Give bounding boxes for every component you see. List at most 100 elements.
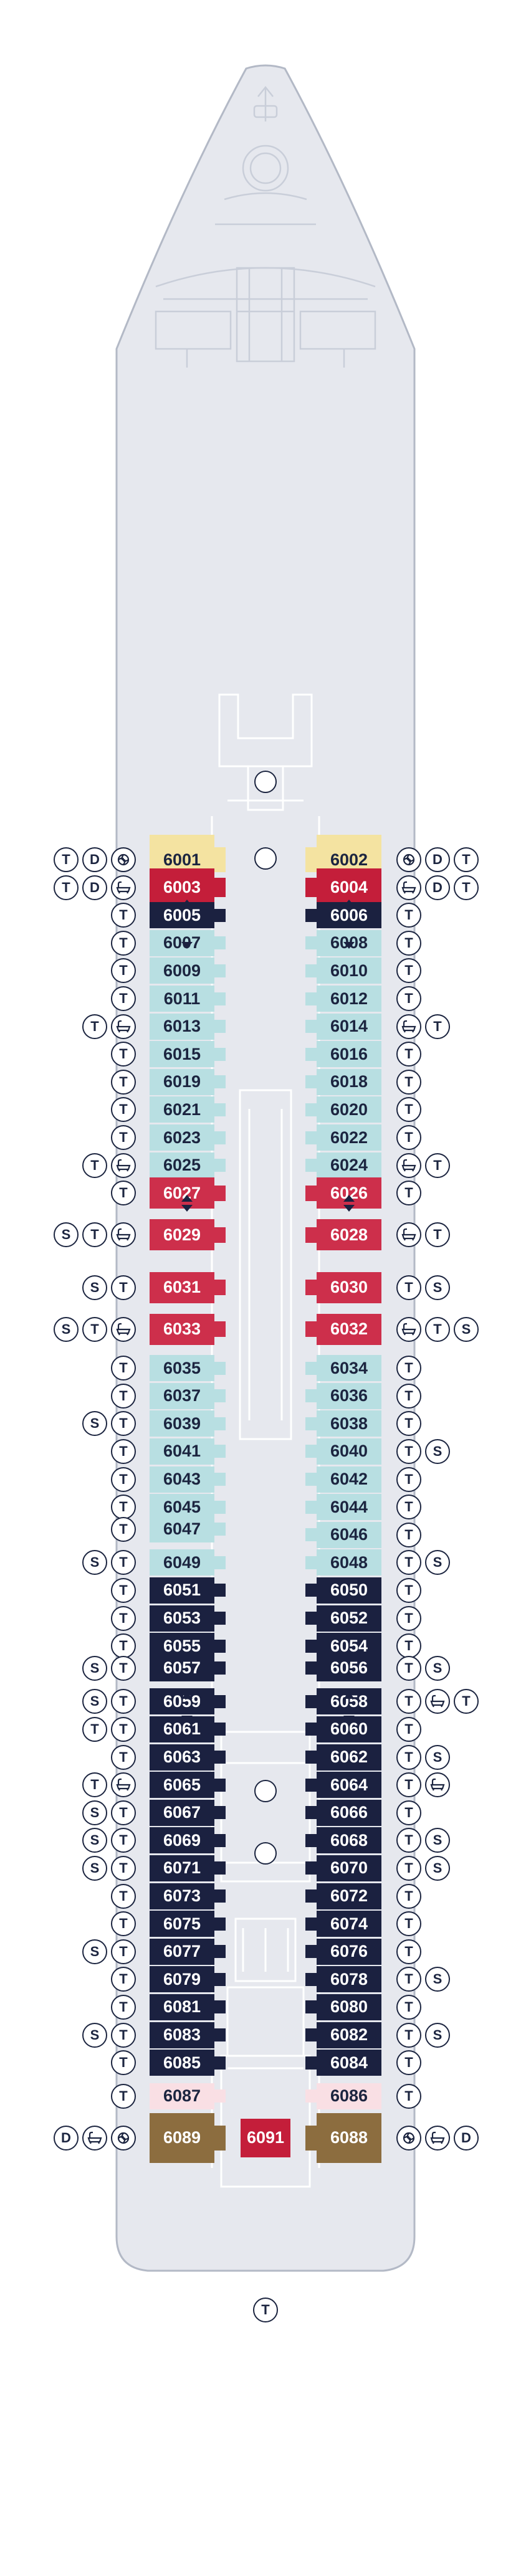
cabin-6016[interactable]: 6016 bbox=[317, 1041, 381, 1068]
cabin-6026[interactable]: 6026 bbox=[317, 1177, 381, 1209]
tv-icon: T bbox=[111, 930, 136, 956]
cabin-6086[interactable]: 6086 bbox=[317, 2083, 381, 2109]
cabin-6082[interactable]: 6082 bbox=[317, 2022, 381, 2048]
cabin-6056[interactable]: 6056 bbox=[317, 1655, 381, 1681]
cabin-6074[interactable]: 6074 bbox=[317, 1911, 381, 1937]
stairs-icon bbox=[254, 1780, 277, 1802]
cabin-6025[interactable]: 6025 bbox=[150, 1152, 214, 1179]
cabin-6032[interactable]: 6032 bbox=[317, 1313, 381, 1345]
cabin-6045[interactable]: 6045 bbox=[150, 1494, 214, 1521]
cabin-6034[interactable]: 6034 bbox=[317, 1355, 381, 1382]
cabin-6023[interactable]: 6023 bbox=[150, 1124, 214, 1151]
cabin-6087[interactable]: 6087 bbox=[150, 2083, 214, 2109]
cabin-6069[interactable]: 6069 bbox=[150, 1827, 214, 1854]
cabin-6003[interactable]: 6003 bbox=[150, 868, 214, 907]
cabin-6081[interactable]: 6081 bbox=[150, 1994, 214, 2020]
cabin-6072[interactable]: 6072 bbox=[317, 1883, 381, 1909]
cabin-6091[interactable]: 6091 bbox=[241, 2118, 290, 2157]
cabin-6030[interactable]: 6030 bbox=[317, 1271, 381, 1303]
cabin-6009[interactable]: 6009 bbox=[150, 958, 214, 984]
cabin-6067[interactable]: 6067 bbox=[150, 1799, 214, 1826]
cabin-6068[interactable]: 6068 bbox=[317, 1827, 381, 1854]
cabin-6014[interactable]: 6014 bbox=[317, 1013, 381, 1040]
cabin-6035[interactable]: 6035 bbox=[150, 1355, 214, 1382]
cabin-6047[interactable]: 6047 bbox=[150, 1516, 214, 1542]
cabin-6038[interactable]: 6038 bbox=[317, 1410, 381, 1437]
balcony-step bbox=[305, 1806, 317, 1820]
sofa-icon: S bbox=[425, 2022, 450, 2048]
cabin-6057[interactable]: 6057 bbox=[150, 1655, 214, 1681]
cabin-6076[interactable]: 6076 bbox=[317, 1938, 381, 1965]
cabin-6039[interactable]: 6039 bbox=[150, 1410, 214, 1437]
cabin-6085[interactable]: 6085 bbox=[150, 2050, 214, 2076]
cabin-6066[interactable]: 6066 bbox=[317, 1799, 381, 1826]
balcony-step bbox=[305, 1417, 317, 1430]
cabin-6080[interactable]: 6080 bbox=[317, 1994, 381, 2020]
balcony-step bbox=[214, 1523, 226, 1536]
cabin-6022[interactable]: 6022 bbox=[317, 1124, 381, 1151]
tv-icon: T bbox=[425, 1014, 450, 1039]
cabin-6052[interactable]: 6052 bbox=[317, 1605, 381, 1632]
arrow-down-icon bbox=[181, 942, 193, 949]
cabin-6037[interactable]: 6037 bbox=[150, 1382, 214, 1409]
cabin-6049[interactable]: 6049 bbox=[150, 1549, 214, 1576]
cabin-6050[interactable]: 6050 bbox=[317, 1577, 381, 1604]
cabin-6028[interactable]: 6028 bbox=[317, 1219, 381, 1251]
cabin-6065[interactable]: 6065 bbox=[150, 1772, 214, 1799]
cabin-6079[interactable]: 6079 bbox=[150, 1966, 214, 1993]
cabin-6071[interactable]: 6071 bbox=[150, 1855, 214, 1881]
balcony-step bbox=[214, 1159, 226, 1172]
tv-icon: T bbox=[396, 1356, 421, 1381]
cabin-6021[interactable]: 6021 bbox=[150, 1096, 214, 1123]
cabin-6084[interactable]: 6084 bbox=[317, 2050, 381, 2076]
cabin-6051[interactable]: 6051 bbox=[150, 1577, 214, 1604]
cabin-6027[interactable]: 6027 bbox=[150, 1177, 214, 1209]
bathtub-icon bbox=[396, 1316, 421, 1342]
cabin-6053[interactable]: 6053 bbox=[150, 1605, 214, 1632]
cabin-6033[interactable]: 6033 bbox=[150, 1313, 214, 1345]
cabin-6005[interactable]: 6005 bbox=[150, 902, 214, 929]
cabin-6010[interactable]: 6010 bbox=[317, 958, 381, 984]
cabin-6062[interactable]: 6062 bbox=[317, 1744, 381, 1770]
tv-icon: T bbox=[82, 1222, 107, 1248]
sofa-icon: S bbox=[82, 1855, 107, 1881]
cabin-6006[interactable]: 6006 bbox=[317, 902, 381, 929]
tv-icon: T bbox=[111, 1383, 136, 1409]
cabin-6024[interactable]: 6024 bbox=[317, 1152, 381, 1179]
cabin-6029[interactable]: 6029 bbox=[150, 1219, 214, 1251]
sofa-icon: S bbox=[54, 1222, 79, 1248]
cabin-6083[interactable]: 6083 bbox=[150, 2022, 214, 2048]
cabin-6077[interactable]: 6077 bbox=[150, 1938, 214, 1965]
cabin-6020[interactable]: 6020 bbox=[317, 1096, 381, 1123]
cabin-6070[interactable]: 6070 bbox=[317, 1855, 381, 1881]
cabin-6046[interactable]: 6046 bbox=[317, 1521, 381, 1548]
cabin-6041[interactable]: 6041 bbox=[150, 1438, 214, 1465]
cabin-6036[interactable]: 6036 bbox=[317, 1382, 381, 1409]
cabin-6054[interactable]: 6054 bbox=[317, 1633, 381, 1660]
cabin-6019[interactable]: 6019 bbox=[150, 1068, 214, 1095]
cabin-6073[interactable]: 6073 bbox=[150, 1883, 214, 1909]
cabin-6040[interactable]: 6040 bbox=[317, 1438, 381, 1465]
cabin-6043[interactable]: 6043 bbox=[150, 1466, 214, 1493]
cabin-6018[interactable]: 6018 bbox=[317, 1068, 381, 1095]
cabin-6044[interactable]: 6044 bbox=[317, 1494, 381, 1521]
cabin-6013[interactable]: 6013 bbox=[150, 1013, 214, 1040]
bathtub-icon bbox=[396, 1014, 421, 1039]
cabin-6048[interactable]: 6048 bbox=[317, 1549, 381, 1576]
balcony-step bbox=[214, 1806, 226, 1820]
cabin-6012[interactable]: 6012 bbox=[317, 986, 381, 1012]
balcony-step bbox=[214, 1227, 226, 1243]
cabin-6075[interactable]: 6075 bbox=[150, 1911, 214, 1937]
cabin-6042[interactable]: 6042 bbox=[317, 1466, 381, 1493]
tv-icon: T bbox=[396, 903, 421, 928]
cabin-6078[interactable]: 6078 bbox=[317, 1966, 381, 1993]
cabin-6063[interactable]: 6063 bbox=[150, 1744, 214, 1770]
cabin-6055[interactable]: 6055 bbox=[150, 1633, 214, 1660]
cabin-6064[interactable]: 6064 bbox=[317, 1772, 381, 1799]
cabin-6088[interactable]: 6088 bbox=[317, 2113, 381, 2163]
cabin-6031[interactable]: 6031 bbox=[150, 1271, 214, 1303]
cabin-6089[interactable]: 6089 bbox=[150, 2113, 214, 2163]
tv-icon: T bbox=[396, 2083, 421, 2109]
cabin-6015[interactable]: 6015 bbox=[150, 1041, 214, 1068]
cabin-6011[interactable]: 6011 bbox=[150, 986, 214, 1012]
